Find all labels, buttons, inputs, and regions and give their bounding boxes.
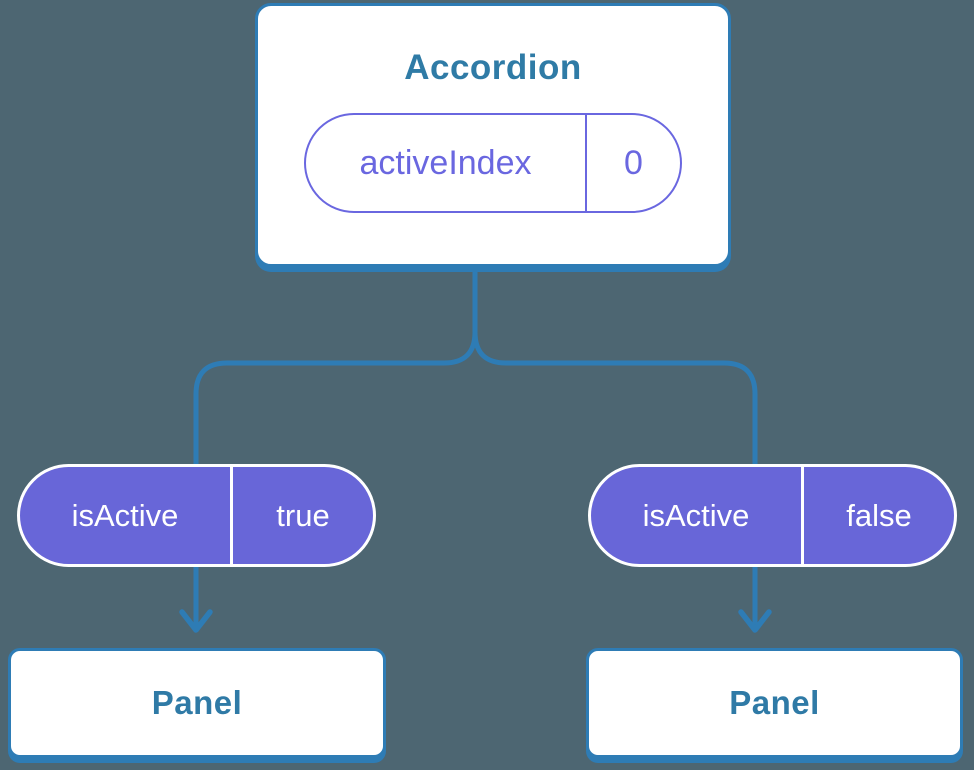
prop-pill-left: isActive true <box>17 464 376 567</box>
prop-name: isActive <box>591 467 804 564</box>
panel-node-left: Panel <box>8 648 386 758</box>
accordion-title: Accordion <box>404 48 582 87</box>
prop-value: false <box>846 497 912 533</box>
prop-pill-right: isActive false <box>588 464 957 567</box>
state-name: activeIndex <box>306 115 587 211</box>
accordion-node: Accordion activeIndex 0 <box>255 3 731 267</box>
panel-title: Panel <box>729 684 820 721</box>
connector-right-branch <box>472 264 758 629</box>
panel-node-right: Panel <box>586 648 963 758</box>
arrow-down-icon <box>179 609 213 633</box>
arrow-down-icon <box>738 609 772 633</box>
panel-title: Panel <box>151 684 243 721</box>
connector-left-branch <box>193 264 478 629</box>
prop-name: isActive <box>20 467 233 564</box>
state-pill: activeIndex 0 <box>304 113 682 213</box>
prop-value: true <box>276 497 330 533</box>
state-value: 0 <box>624 143 643 182</box>
